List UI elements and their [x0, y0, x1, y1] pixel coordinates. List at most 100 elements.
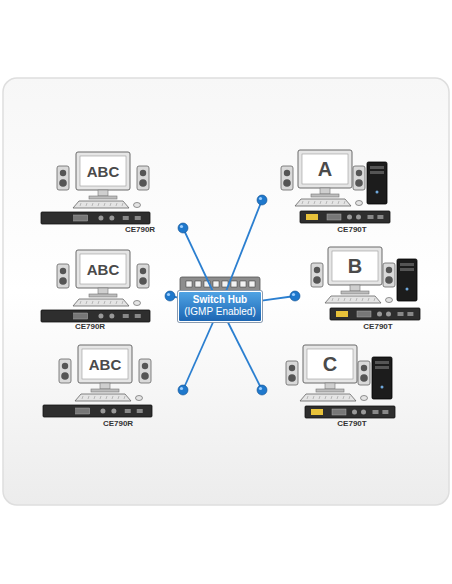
switch-port	[240, 281, 246, 287]
speaker-cone	[139, 277, 147, 285]
model-label: CE790T	[337, 419, 366, 428]
drive-bay	[375, 361, 389, 364]
screen-letters: ABC	[89, 356, 122, 373]
key-row	[362, 298, 363, 301]
monitor-bezel	[76, 152, 130, 190]
extender-jack	[109, 314, 114, 319]
monitor-base	[316, 389, 344, 392]
drive-bay	[370, 166, 384, 169]
extender-port	[373, 410, 379, 414]
link-endpoint-dot	[257, 195, 267, 205]
speaker	[57, 264, 69, 288]
monitor-screen	[332, 251, 378, 281]
mouse	[361, 396, 368, 401]
link-endpoint-dot	[165, 291, 175, 301]
keyboard	[325, 296, 381, 303]
speaker-cone	[59, 277, 67, 285]
speaker-cone	[386, 267, 392, 273]
key-row	[313, 396, 314, 399]
monitor-screen	[80, 156, 126, 186]
monitor-screen	[302, 154, 348, 184]
connector-group	[226, 195, 267, 291]
monitor-base	[89, 196, 117, 199]
switch-port	[231, 281, 237, 287]
key-row	[374, 298, 375, 301]
speaker-cone	[140, 170, 146, 176]
speaker-cone	[61, 372, 69, 380]
key-row	[118, 396, 119, 399]
extender-unit	[41, 212, 150, 224]
extender-port	[74, 313, 88, 319]
speaker-cone	[140, 268, 146, 274]
screen-letters: C	[323, 353, 337, 376]
workstation-illustration	[281, 150, 390, 223]
pc-tower	[372, 357, 392, 399]
dot-highlight	[292, 293, 295, 296]
key-row	[82, 396, 83, 399]
extender-port	[306, 214, 318, 220]
extender-port	[135, 314, 141, 318]
switch-body	[180, 277, 260, 292]
speaker	[286, 361, 298, 385]
extender-port	[76, 408, 90, 414]
key-row	[349, 396, 350, 399]
key-row	[319, 396, 320, 399]
extender-port	[135, 216, 141, 220]
speaker-cone	[283, 179, 291, 187]
extender-jack	[100, 409, 105, 414]
speaker-cone	[60, 170, 66, 176]
mouse	[356, 201, 363, 206]
speaker-cone	[355, 179, 363, 187]
key-row	[110, 301, 111, 304]
mouse	[136, 396, 143, 401]
speaker	[137, 264, 149, 288]
speaker-cone	[313, 276, 321, 284]
monitor-screen	[82, 349, 128, 379]
model-label: CE790T	[363, 322, 392, 331]
key-row	[92, 301, 93, 304]
extender-jack	[98, 216, 103, 221]
key-row	[338, 298, 339, 301]
key-row	[86, 301, 87, 304]
drive-bay	[370, 171, 384, 174]
extender-jack	[98, 314, 103, 319]
workstation-illustration	[41, 152, 150, 224]
key-row	[116, 301, 117, 304]
connector-group	[178, 223, 213, 291]
key-row	[92, 203, 93, 206]
extender-port	[382, 410, 388, 414]
monitor-stand	[350, 285, 360, 291]
monitor-stand	[98, 190, 108, 196]
extender-jack	[361, 410, 366, 415]
monitor-screen	[80, 254, 126, 284]
screen-letters: ABC	[87, 163, 120, 180]
speaker-cone	[289, 365, 295, 371]
drive-bay	[375, 366, 389, 369]
key-row	[110, 203, 111, 206]
keyboard	[73, 299, 129, 306]
key-row	[122, 203, 123, 206]
key-row	[338, 201, 339, 204]
monitor-base	[89, 294, 117, 297]
extender-jack	[377, 312, 382, 317]
workstation-illustration	[311, 247, 420, 320]
switch-hub-device	[180, 277, 260, 292]
monitor-base	[341, 291, 369, 294]
extender-port	[368, 215, 374, 219]
dot-highlight	[167, 293, 170, 296]
monitor-screen	[307, 349, 353, 379]
key-row	[332, 298, 333, 301]
extender-jack	[347, 215, 352, 220]
key-row	[116, 203, 117, 206]
transmitter-station: ACE790T	[262, 140, 425, 238]
key-row	[344, 298, 345, 301]
network-link	[228, 322, 262, 390]
workstation-illustration	[41, 250, 150, 322]
key-row	[332, 201, 333, 204]
monitor-bezel	[298, 150, 352, 188]
switch-port	[186, 281, 192, 287]
extender-jack	[109, 216, 114, 221]
extender-jack	[111, 409, 116, 414]
screen-letters: B	[348, 255, 362, 278]
key-row	[112, 396, 113, 399]
